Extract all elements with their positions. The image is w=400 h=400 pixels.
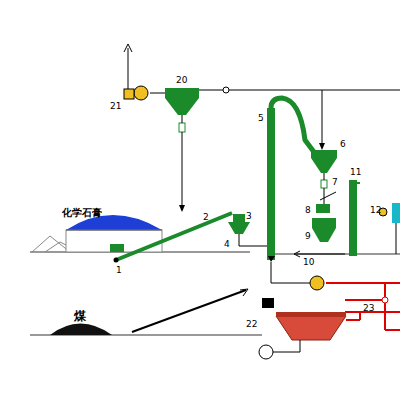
callout-number: 21 — [110, 102, 121, 111]
callout-number: 8 — [305, 206, 311, 215]
callout-number: 11 — [350, 168, 361, 177]
callout-number: 10 — [303, 258, 314, 267]
callout-number: 9 — [305, 232, 311, 241]
callout-number: 3 — [246, 212, 252, 221]
callout-number: 5 — [258, 114, 264, 123]
callout-number: 4 — [224, 240, 230, 249]
callout-number: 12 — [370, 206, 381, 215]
callout-number: 7 — [332, 178, 338, 187]
callout-number: 20 — [176, 76, 187, 85]
callout-number: 1 — [116, 266, 122, 275]
callout-number: 22 — [246, 320, 257, 329]
big-label: 煤 — [74, 310, 86, 322]
callout-number: 23 — [363, 304, 374, 313]
big-label: 化学石膏 — [62, 208, 102, 218]
callout-number: 2 — [203, 213, 209, 222]
callout-number: 6 — [340, 140, 346, 149]
